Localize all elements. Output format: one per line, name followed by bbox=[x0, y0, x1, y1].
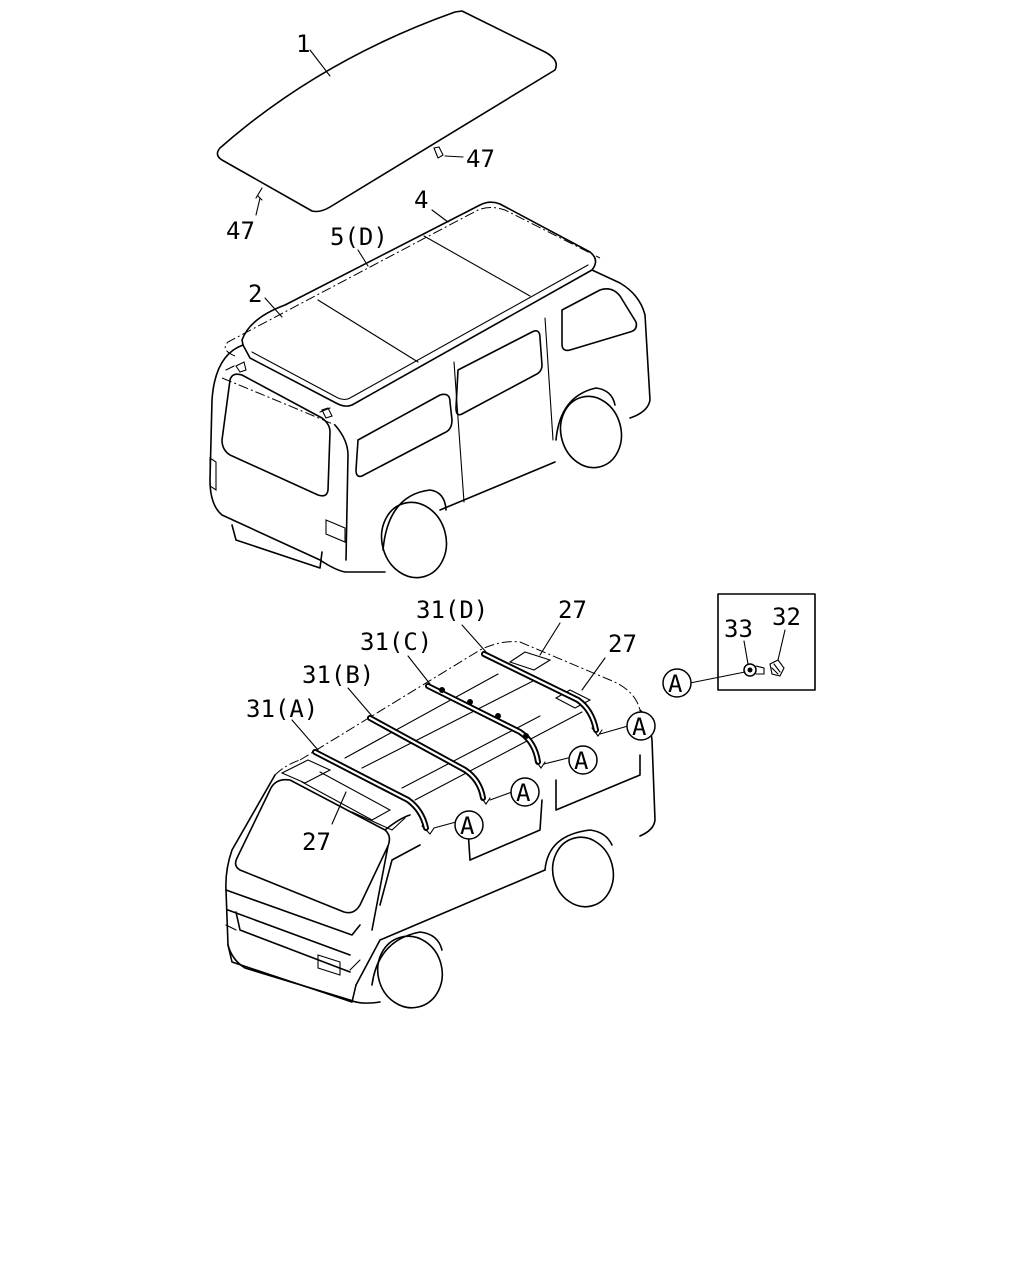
clip-32-icon bbox=[769, 659, 785, 677]
bottom-van-illustration bbox=[225, 641, 656, 1009]
callout-part-31a: 31(A) bbox=[246, 695, 318, 723]
svg-text:A: A bbox=[574, 747, 589, 775]
bottom-leader-lines bbox=[291, 622, 629, 829]
detail-marker-1: A bbox=[454, 810, 484, 840]
callout-part-32: 32 bbox=[772, 603, 801, 631]
svg-text:A: A bbox=[460, 812, 475, 840]
callout-part-47-right: 47 bbox=[466, 145, 495, 173]
top-leader-lines bbox=[255, 49, 464, 318]
top-van-illustration bbox=[209, 201, 651, 579]
callout-part-2: 2 bbox=[248, 280, 262, 308]
svg-text:A: A bbox=[632, 713, 647, 741]
detail-marker-3: A bbox=[568, 745, 598, 775]
callout-part-31b: 31(B) bbox=[302, 661, 374, 689]
callout-part-31c: 31(C) bbox=[360, 628, 432, 656]
callout-part-4: 4 bbox=[414, 186, 428, 214]
callout-part-27-right: 27 bbox=[608, 630, 637, 658]
roof-rails bbox=[312, 651, 603, 835]
svg-text:A: A bbox=[668, 670, 683, 698]
detail-box-A bbox=[689, 593, 816, 691]
callout-part-1: 1 bbox=[296, 30, 310, 58]
svg-text:A: A bbox=[516, 779, 531, 807]
callout-part-27-top: 27 bbox=[558, 596, 587, 624]
roof-panel-1 bbox=[216, 10, 558, 213]
clip-33-icon bbox=[743, 663, 757, 677]
callout-part-27-front: 27 bbox=[302, 828, 331, 856]
callout-part-5d: 5(D) bbox=[330, 223, 388, 251]
callout-part-31d: 31(D) bbox=[416, 596, 488, 624]
detail-marker-4: A bbox=[626, 711, 656, 741]
callout-part-47-left: 47 bbox=[226, 217, 255, 245]
detail-marker-key: A bbox=[662, 668, 692, 698]
callout-part-33: 33 bbox=[724, 615, 753, 643]
detail-marker-2: A bbox=[510, 777, 540, 807]
